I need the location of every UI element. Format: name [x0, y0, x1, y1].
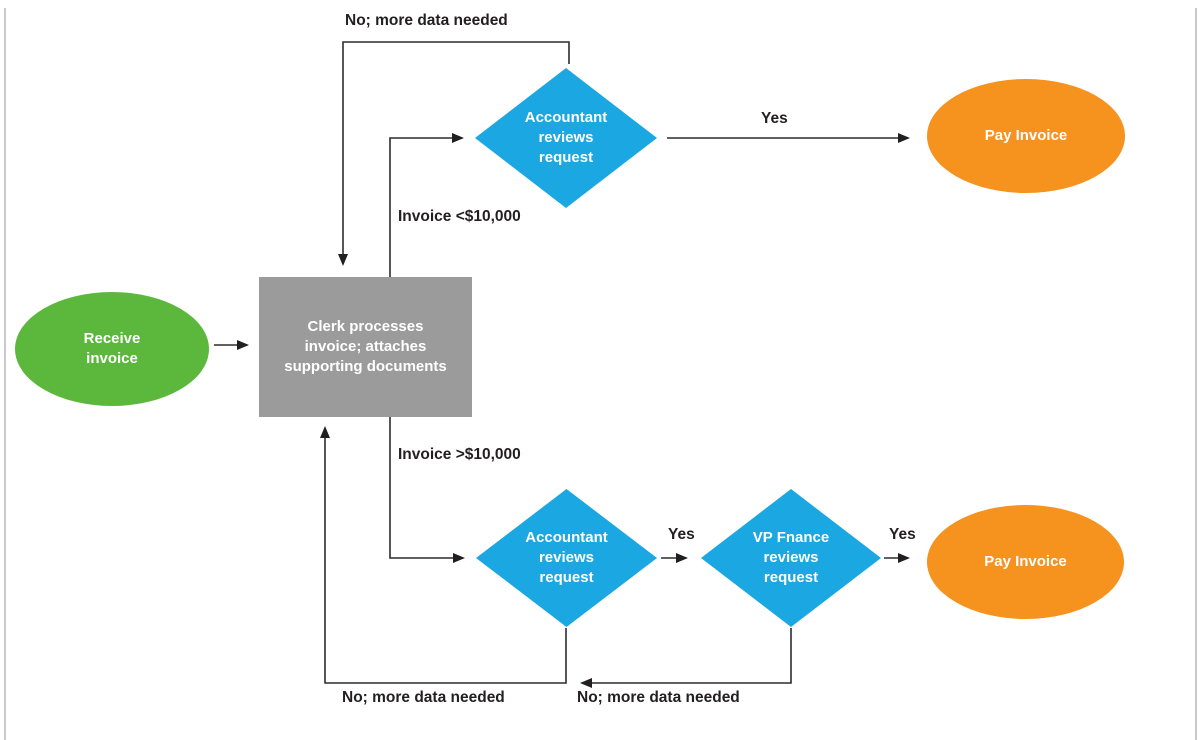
node-accountant-reviews-bottom: Accountant reviews request [476, 489, 657, 627]
node-label: Receive invoice [83, 330, 141, 367]
node-receive-invoice: Receive invoice [15, 292, 209, 406]
node-vp-finance-reviews: VP Fnance reviews request [701, 489, 881, 627]
node-label: VP Fnance reviews request [752, 529, 830, 586]
edge-vp-no-return [580, 628, 792, 688]
edge-label-no-more-data-bottom-left: No; more data needed [342, 689, 505, 706]
node-pay-invoice-top: Pay Invoice [927, 79, 1125, 193]
node-label: Pay Invoice [984, 127, 1068, 144]
page-edge-right [1195, 8, 1197, 740]
edge-label-yes-mid: Yes [668, 526, 695, 543]
node-label: Clerk processes invoice; attaches suppor… [284, 318, 447, 375]
edge-label-invoice-greater-10000: Invoice >$10,000 [398, 446, 521, 463]
edge-label-yes-top: Yes [761, 110, 788, 127]
edge-clerk-to-accountant-bottom [389, 417, 465, 563]
edge-label-no-more-data-top: No; more data needed [345, 12, 508, 29]
node-clerk-processes-invoice: Clerk processes invoice; attaches suppor… [259, 277, 472, 417]
node-label: Accountant reviews request [525, 529, 608, 586]
node-label: Pay Invoice [984, 553, 1067, 570]
edge-label-yes-right: Yes [889, 526, 916, 543]
page-edge-left [4, 8, 6, 740]
edge-label-invoice-less-10000: Invoice <$10,000 [398, 208, 521, 225]
node-accountant-reviews-top: Accountant reviews request [475, 68, 657, 208]
node-pay-invoice-bottom: Pay Invoice [927, 505, 1124, 619]
edge-label-no-more-data-bottom-mid: No; more data needed [577, 689, 740, 706]
node-label: Accountant reviews request [524, 109, 608, 166]
